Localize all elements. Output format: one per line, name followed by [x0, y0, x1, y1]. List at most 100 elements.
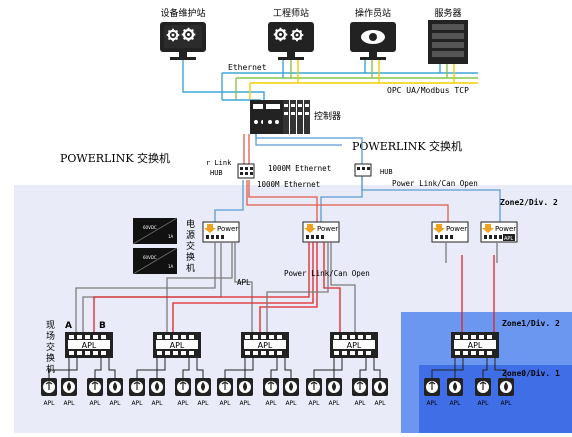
device-wires: [48, 358, 507, 378]
power-module: Power: [431, 221, 469, 243]
svg-text:60VDC: 60VDC: [143, 255, 157, 260]
apl-device: APL: [41, 378, 57, 407]
apl-switch: APL: [330, 332, 378, 358]
hub-left: [237, 163, 255, 179]
apl-device: APL: [326, 378, 342, 407]
zone1-label: Zone1/Div. 2: [502, 318, 560, 328]
apl-switch-label: APL: [258, 341, 273, 350]
gigabit-label-1: 1000M Ethernet: [268, 164, 331, 173]
apl-device-label: APL: [177, 400, 189, 407]
svg-text:1A: 1A: [168, 264, 174, 269]
port-b-label: B: [99, 321, 106, 331]
controller: [250, 100, 310, 134]
apl-device-label: APL: [239, 400, 251, 407]
apl-device: APL: [306, 378, 322, 407]
ethernet-label: Ethernet: [228, 63, 267, 72]
apl-device: APL: [61, 378, 77, 407]
apl-trunk-lines: [75, 242, 498, 332]
apl-device-label: APL: [151, 400, 163, 407]
apl-device: APL: [217, 378, 233, 407]
power-supply-units: 60VDC 1A 60VDC 1A: [132, 217, 178, 275]
power-module-label: Power: [317, 225, 338, 233]
apl-device: APL: [107, 378, 123, 407]
apl-device: APL: [475, 378, 491, 407]
apl-switch: APL: [65, 332, 113, 358]
svg-text:APL: APL: [504, 236, 513, 242]
apl-device-label: APL: [354, 400, 366, 407]
apl-device-label: APL: [449, 400, 461, 407]
apl-device-label: APL: [426, 400, 438, 407]
apl-device-label: APL: [477, 400, 489, 407]
apl-device: APL: [149, 378, 165, 407]
port-a-label: A: [65, 321, 72, 331]
apl-switch-label: APL: [170, 341, 185, 350]
er-link-label: r Link: [206, 159, 232, 167]
powerlink-can-top-label: Power Link/Can Open: [392, 179, 478, 188]
apl-label: APL: [237, 278, 251, 287]
apl-device: APL: [372, 378, 388, 407]
power-module: Power: [202, 221, 240, 243]
apl-device-label: APL: [219, 400, 231, 407]
operator-station: [350, 22, 396, 60]
apl-field-switches: APL APL APL APL APL: [65, 332, 499, 358]
svg-text:1A: 1A: [168, 234, 174, 239]
power-module-label: Power: [495, 225, 516, 233]
operator-station-label: 操作员站: [355, 7, 391, 19]
apl-switch-label: APL: [82, 341, 97, 350]
apl-device: APL: [283, 378, 299, 407]
power-module: Power: [302, 221, 340, 243]
opc-label: OPC UA/Modbus TCP: [387, 86, 469, 95]
power-module-label: Power: [217, 225, 238, 233]
apl-device: APL: [352, 378, 368, 407]
apl-device: APL: [424, 378, 440, 407]
apl-device: APL: [447, 378, 463, 407]
ethernet-bus: [222, 72, 478, 84]
apl-device-label: APL: [500, 400, 512, 407]
hub-left-label: HUB: [210, 169, 223, 177]
field-switch-label: 现场交换机: [46, 320, 55, 375]
apl-device-label: APL: [131, 400, 143, 407]
apl-device: APL: [195, 378, 211, 407]
zone0-area: [419, 365, 572, 433]
apl-switch: APL: [451, 332, 499, 358]
apl-device: APL: [263, 378, 279, 407]
engineer-station-label: 工程师站: [273, 7, 309, 19]
apl-switch: APL: [241, 332, 289, 358]
controller-label: 控制器: [314, 110, 341, 122]
apl-field-devices: APL APL APL APL APL APL APL APL APL APL APL APL APL A…: [41, 358, 514, 407]
hub-right-label: HUB: [380, 168, 393, 176]
apl-switch-label: APL: [347, 341, 362, 350]
powerlink-can-mid-label: Power Link/Can Open: [284, 269, 370, 278]
apl-device-label: APL: [308, 400, 320, 407]
zone2-label: Zone2/Div. 2: [500, 197, 558, 207]
apl-switch-label: APL: [468, 341, 483, 350]
apl-device: APL: [237, 378, 253, 407]
apl-device-label: APL: [285, 400, 297, 407]
apl-device: APL: [87, 378, 103, 407]
apl-device-label: APL: [63, 400, 75, 407]
maintenance-station: [160, 22, 206, 60]
apl-device: APL: [498, 378, 514, 407]
apl-device: APL: [129, 378, 145, 407]
gigabit-label-2: 1000M Ethernet: [257, 180, 320, 189]
apl-device-label: APL: [109, 400, 121, 407]
zone0-label: Zone0/Div. 1: [502, 368, 560, 378]
apl-device-label: APL: [328, 400, 340, 407]
power-supply-label: 电源交换机: [186, 218, 195, 274]
apl-device-label: APL: [89, 400, 101, 407]
apl-device-label: APL: [265, 400, 277, 407]
apl-device: APL: [175, 378, 191, 407]
powerlink-switch-left-label: POWERLINK 交换机: [60, 151, 170, 165]
maintenance-station-label: 设备维护站: [160, 7, 205, 19]
powerlink-switch-right-label: POWERLINK 交换机: [352, 139, 462, 153]
apl-device-label: APL: [197, 400, 209, 407]
station-drops: [182, 58, 455, 112]
engineer-station: [268, 22, 314, 60]
apl-switch: APL: [153, 332, 201, 358]
svg-text:60VDC: 60VDC: [143, 225, 157, 230]
server-label: 服务器: [434, 7, 461, 19]
